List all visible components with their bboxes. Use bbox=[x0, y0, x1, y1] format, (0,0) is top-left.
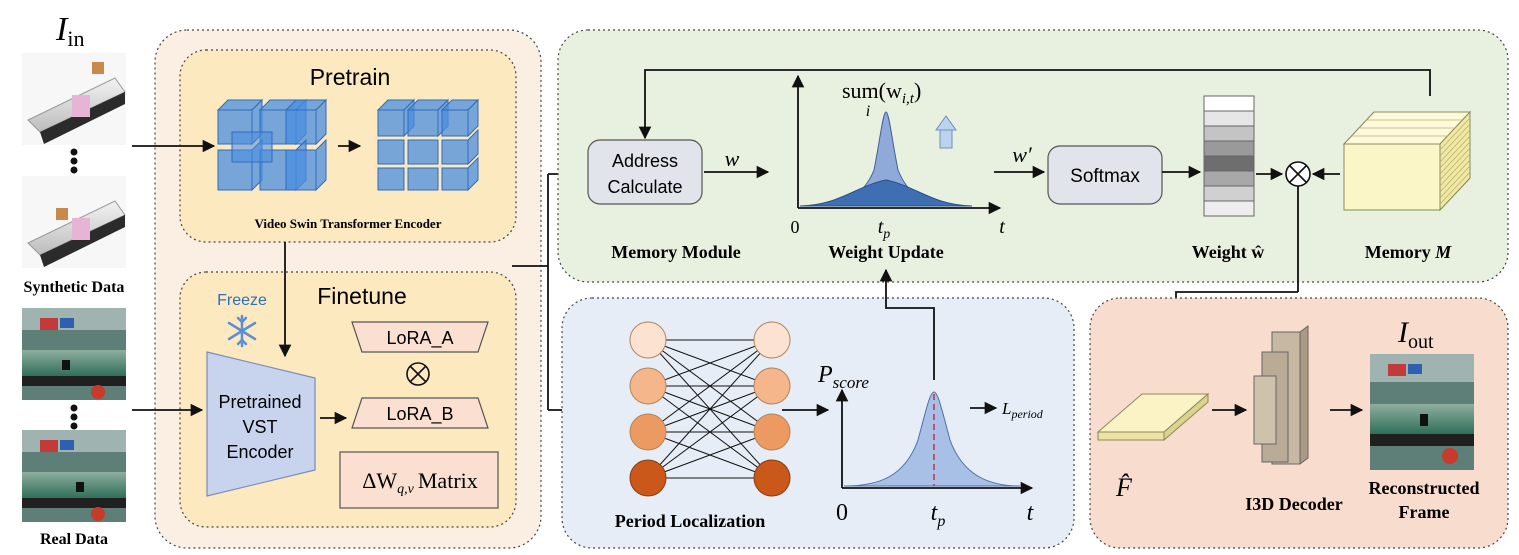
reconstructed-label-line1: Reconstructed bbox=[1369, 478, 1480, 498]
input-label: Iin bbox=[55, 11, 84, 51]
f-hat-label: F̂ bbox=[1115, 473, 1133, 502]
real-data-label: Real Data bbox=[40, 531, 108, 548]
synthetic-ellipsis bbox=[70, 148, 78, 174]
memory-label: Memory M bbox=[1365, 242, 1452, 262]
multiply-icon bbox=[1285, 161, 1311, 187]
weight-peak-original bbox=[799, 179, 973, 207]
pretrain-title: Pretrain bbox=[310, 64, 391, 90]
w-prime-label: w′ bbox=[1012, 142, 1033, 167]
period-score-plot: Pscore 0 tp t bbox=[817, 362, 1035, 530]
memory-module-panel bbox=[557, 29, 1509, 283]
sum-weight-label: sum(wi,t) bbox=[842, 78, 921, 107]
sum-index: i bbox=[866, 103, 870, 120]
update-arrow-icon bbox=[939, 127, 953, 149]
svg-text:0: 0 bbox=[836, 500, 848, 526]
memory-stack bbox=[1342, 110, 1472, 212]
input-column: Iin Synthetic Data bbox=[22, 11, 126, 548]
swin-cubes-before bbox=[216, 98, 328, 192]
svg-text:tp: tp bbox=[931, 500, 946, 530]
svg-text:Pretrained: Pretrained bbox=[218, 392, 301, 412]
freeze-label: Freeze bbox=[217, 292, 267, 309]
pretrained-vst-encoder: Pretrained VST Encoder bbox=[206, 351, 316, 497]
weight-vector bbox=[1203, 95, 1255, 217]
synthetic-data-label: Synthetic Data bbox=[24, 279, 125, 296]
lora-product-icon bbox=[406, 362, 430, 386]
snowflake-icon bbox=[227, 314, 257, 348]
weight-update-label: Weight Update bbox=[828, 242, 944, 262]
svg-text:Calculate: Calculate bbox=[607, 177, 682, 197]
svg-text:t: t bbox=[999, 216, 1005, 238]
weight-update-plot: 0 tp t sum(wi,t) i bbox=[791, 74, 1005, 242]
synthetic-frame-1 bbox=[22, 53, 126, 145]
reconstructed-label-line2: Frame bbox=[1399, 502, 1450, 522]
real-ellipsis bbox=[70, 404, 78, 430]
output-label: Iout bbox=[1397, 316, 1434, 353]
svg-text:t: t bbox=[1027, 500, 1035, 526]
period-loss-label: Lperiod bbox=[1001, 399, 1044, 421]
finetune-title: Finetune bbox=[317, 283, 407, 309]
i3d-decoder-block bbox=[1253, 325, 1309, 465]
swin-cubes-after bbox=[376, 98, 480, 192]
p-score-label: Pscore bbox=[817, 362, 869, 392]
synthetic-frame-2 bbox=[22, 176, 126, 268]
period-localization-label: Period Localization bbox=[615, 511, 765, 531]
real-frame-2 bbox=[22, 430, 126, 522]
memory-module-label: Memory Module bbox=[611, 242, 740, 262]
feature-slab bbox=[1096, 392, 1210, 442]
encoder-label: Video Swin Transformer Encoder bbox=[255, 216, 442, 231]
svg-text:Address: Address bbox=[612, 151, 678, 171]
memory-feedback-loop bbox=[638, 69, 1431, 140]
reconstructed-frame-image bbox=[1370, 354, 1474, 470]
svg-text:VST: VST bbox=[242, 417, 277, 437]
svg-text:LoRA_A: LoRA_A bbox=[386, 328, 453, 349]
weight-label: Weight ŵ bbox=[1192, 242, 1265, 262]
period-to-weight-update-arrow bbox=[879, 268, 935, 380]
svg-text:0: 0 bbox=[791, 217, 800, 237]
svg-text:LoRA_B: LoRA_B bbox=[386, 404, 453, 425]
svg-text:Encoder: Encoder bbox=[226, 442, 293, 462]
address-calculate-box: Address Calculate bbox=[587, 139, 703, 205]
lora-b-block: LoRA_B bbox=[351, 397, 489, 429]
lora-a-block: LoRA_A bbox=[351, 321, 489, 353]
w-label: w bbox=[725, 146, 740, 171]
mlp-network bbox=[629, 321, 791, 497]
svg-text:Softmax: Softmax bbox=[1070, 166, 1140, 187]
softmax-box: Softmax bbox=[1047, 145, 1163, 205]
score-peak bbox=[843, 391, 1021, 487]
svg-text:tp: tp bbox=[878, 216, 891, 242]
real-frame-1 bbox=[22, 308, 126, 400]
i3d-decoder-label: I3D Decoder bbox=[1245, 494, 1342, 514]
